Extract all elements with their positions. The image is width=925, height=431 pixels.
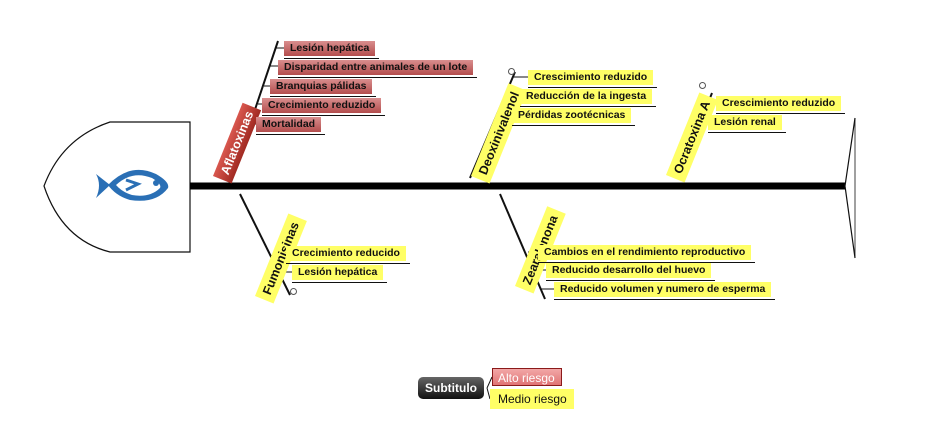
ocratoxina-item-2[interactable]: Lesión renal bbox=[708, 115, 786, 133]
fish-icon bbox=[94, 160, 174, 210]
deoxinivalenol-item-1[interactable]: Crescimiento reduzido bbox=[528, 70, 658, 88]
aflatoxinas-item-2[interactable]: Disparidad entre animales de un lote bbox=[278, 60, 478, 78]
legend-medium-risk[interactable]: Medio riesgo bbox=[490, 389, 574, 409]
legend-subtitle[interactable]: Subtitulo bbox=[418, 377, 484, 399]
aflatoxinas-item-1[interactable]: Lesión hepática bbox=[284, 41, 380, 59]
aflatoxinas-item-4[interactable]: Crecimiento reduzido bbox=[262, 98, 386, 116]
zearalenona-item-1[interactable]: Cambios en el rendimiento reproductivo bbox=[538, 245, 756, 263]
collapse-knob-ocratoxina[interactable] bbox=[699, 82, 706, 89]
aflatoxinas-item-3[interactable]: Branquias pálidas bbox=[270, 79, 377, 97]
fumonisinas-item-1[interactable]: Crecimiento reducido bbox=[286, 246, 410, 264]
legend-high-risk[interactable]: Alto riesgo bbox=[492, 368, 562, 386]
aflatoxinas-item-5[interactable]: Mortalidad bbox=[256, 117, 326, 135]
zearalenona-item-2[interactable]: Reducido desarrollo del huevo bbox=[546, 263, 716, 281]
fish-tail bbox=[844, 117, 856, 259]
collapse-knob-fumonisinas[interactable] bbox=[290, 288, 297, 295]
ocratoxina-item-1[interactable]: Crescimiento reduzido bbox=[716, 96, 846, 114]
deoxinivalenol-item-2[interactable]: Reducción de la ingesta bbox=[520, 89, 657, 107]
deoxinivalenol-item-3[interactable]: Pérdidas zootécnicas bbox=[512, 108, 636, 126]
collapse-knob-deoxinivalenol[interactable] bbox=[508, 68, 515, 75]
fumonisinas-item-2[interactable]: Lesión hepática bbox=[292, 265, 388, 283]
zearalenona-item-3[interactable]: Reducido volumen y numero de esperma bbox=[554, 282, 776, 300]
